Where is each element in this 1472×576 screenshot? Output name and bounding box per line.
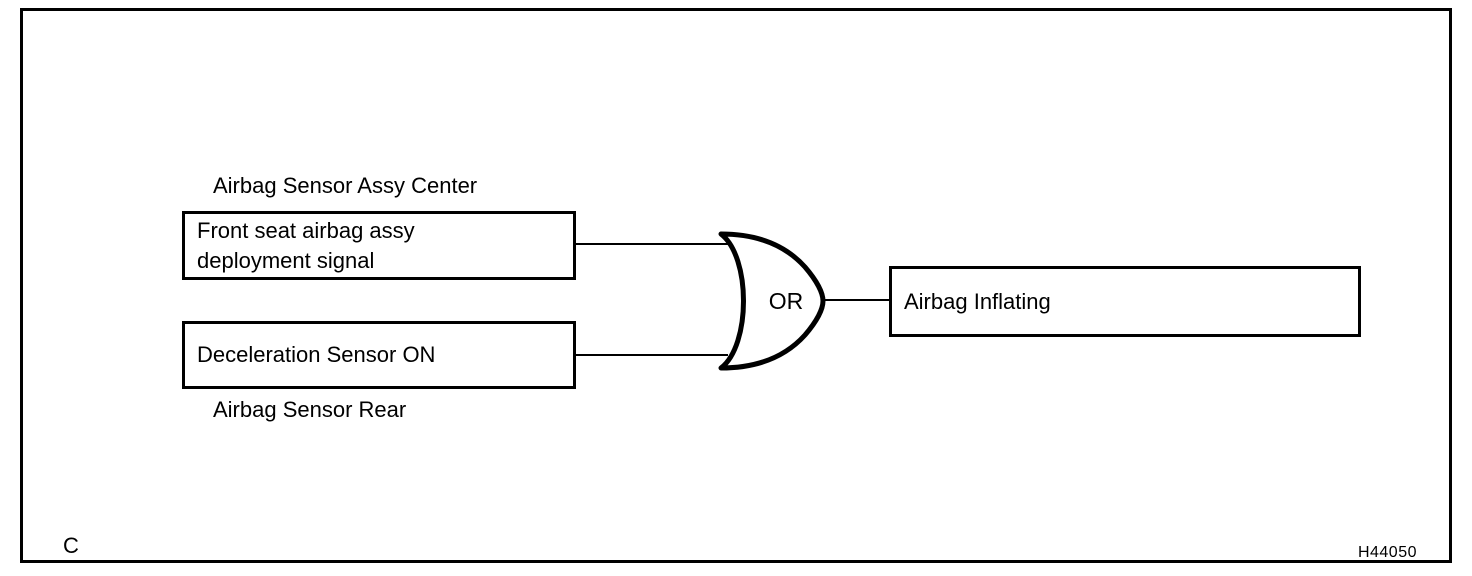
caption-airbag-sensor-assy-center: Airbag Sensor Assy Center xyxy=(213,173,478,198)
wire-output xyxy=(821,299,891,301)
caption-airbag-sensor-rear: Airbag Sensor Rear xyxy=(213,397,407,422)
block-airbag-inflating-label: Airbag Inflating xyxy=(904,288,1051,314)
block-airbag-inflating: Airbag Inflating xyxy=(889,266,1361,337)
block-deceleration-sensor: Deceleration Sensor ON xyxy=(182,321,576,389)
wire-input-bottom xyxy=(576,354,728,356)
or-gate-icon xyxy=(718,231,826,371)
block-front-seat-deployment: Front seat airbag assy deployment signal xyxy=(182,211,576,280)
wire-input-top xyxy=(576,243,728,245)
corner-letter: C xyxy=(63,533,79,558)
figure-code: H44050 xyxy=(1357,544,1417,561)
block-front-seat-deployment-label: Front seat airbag assy deployment signal xyxy=(197,218,415,273)
block-deceleration-sensor-label: Deceleration Sensor ON xyxy=(197,342,436,368)
diagram-outer-frame: Airbag Sensor Assy Center Front seat air… xyxy=(20,8,1452,563)
